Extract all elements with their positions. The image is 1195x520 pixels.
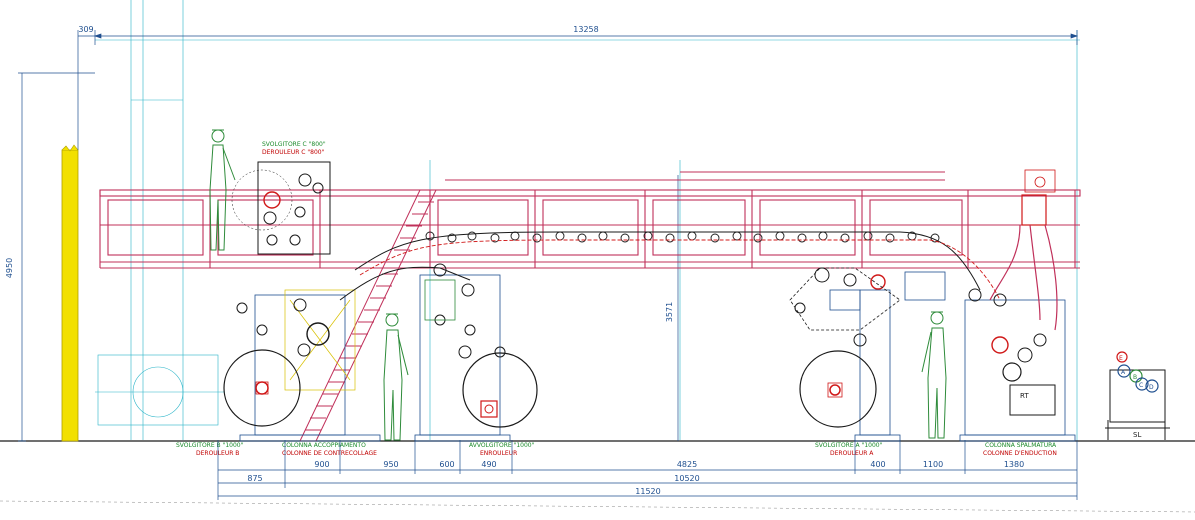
label-unwinder-c-it: SVOLGITORE C "800"	[262, 141, 326, 148]
slitter-unit	[1105, 351, 1170, 440]
label-unwinder-a-it: SVOLGITORE A "1000"	[815, 442, 883, 449]
operator-right	[921, 311, 947, 439]
web-path-black	[354, 231, 981, 291]
dim-11520: 11520	[635, 487, 660, 496]
web-path-lower	[339, 266, 471, 301]
label-rewinder-fr: ENROULEUR	[480, 450, 517, 457]
dim-309: 309	[78, 25, 93, 34]
unwinder-a	[789, 267, 946, 428]
dim-3571: 3571	[665, 302, 674, 322]
dim-490: 490	[481, 460, 496, 469]
dim-950: 950	[383, 460, 398, 469]
label-coating-it: COLONNA SPALMATURA	[985, 442, 1057, 449]
label-laminating-it: COLONNA ACCOPPIAMENTO	[282, 442, 366, 449]
dim-400: 400	[870, 460, 885, 469]
roll-label-e: E	[1119, 355, 1123, 362]
unwinder-b	[223, 298, 330, 427]
dim-4825: 4825	[677, 460, 697, 469]
coating-column	[968, 169, 1058, 416]
label-unwinder-c-fr: DEROULEUR C "800"	[262, 149, 325, 156]
dim-900: 900	[314, 460, 329, 469]
dim-1100: 1100	[923, 460, 943, 469]
dim-13258: 13258	[573, 25, 598, 34]
yellow-column-top	[61, 144, 79, 152]
rewinder	[424, 263, 538, 428]
roll-label-a: A	[1121, 369, 1126, 376]
roll-label-c: C	[1139, 382, 1143, 389]
upper-walkway	[99, 171, 1081, 269]
unwinder-c	[231, 161, 331, 255]
label-rewinder-it: AVVOLGITORE "1000"	[469, 442, 535, 449]
dim-600: 600	[439, 460, 454, 469]
dim-875: 875	[247, 474, 262, 483]
dim-10520: 10520	[674, 474, 699, 483]
top-dimension-lines	[77, 30, 1079, 150]
roll-label-b: B	[1133, 374, 1137, 381]
label-unwinder-b-it: SVOLGITORE B "1000"	[176, 442, 244, 449]
machine-frames	[239, 274, 1076, 442]
bottom-dimension-lines	[217, 440, 1078, 500]
label-laminating-fr: COLONNE DE CONTRECOLLAGE	[282, 450, 377, 457]
label-unwinder-a-fr: DEROULEUR A	[830, 450, 874, 457]
operator-top	[209, 129, 236, 251]
dim-4950: 4950	[5, 258, 14, 278]
yellow-building-column	[61, 149, 79, 442]
dim-1380: 1380	[1004, 460, 1024, 469]
vertical-dimension-4950	[18, 72, 95, 442]
web-path-red	[359, 239, 1001, 301]
laminating-detail	[284, 289, 356, 391]
label-sl: SL	[1133, 431, 1141, 439]
label-coating-fr: COLONNE D'ENDUCTION	[983, 450, 1057, 457]
construction-lines	[95, 0, 1080, 440]
operator-left	[383, 313, 409, 441]
label-rt: RT	[1020, 392, 1029, 400]
roll-label-d: D	[1149, 384, 1154, 391]
ground-line-dotted	[0, 500, 1195, 513]
